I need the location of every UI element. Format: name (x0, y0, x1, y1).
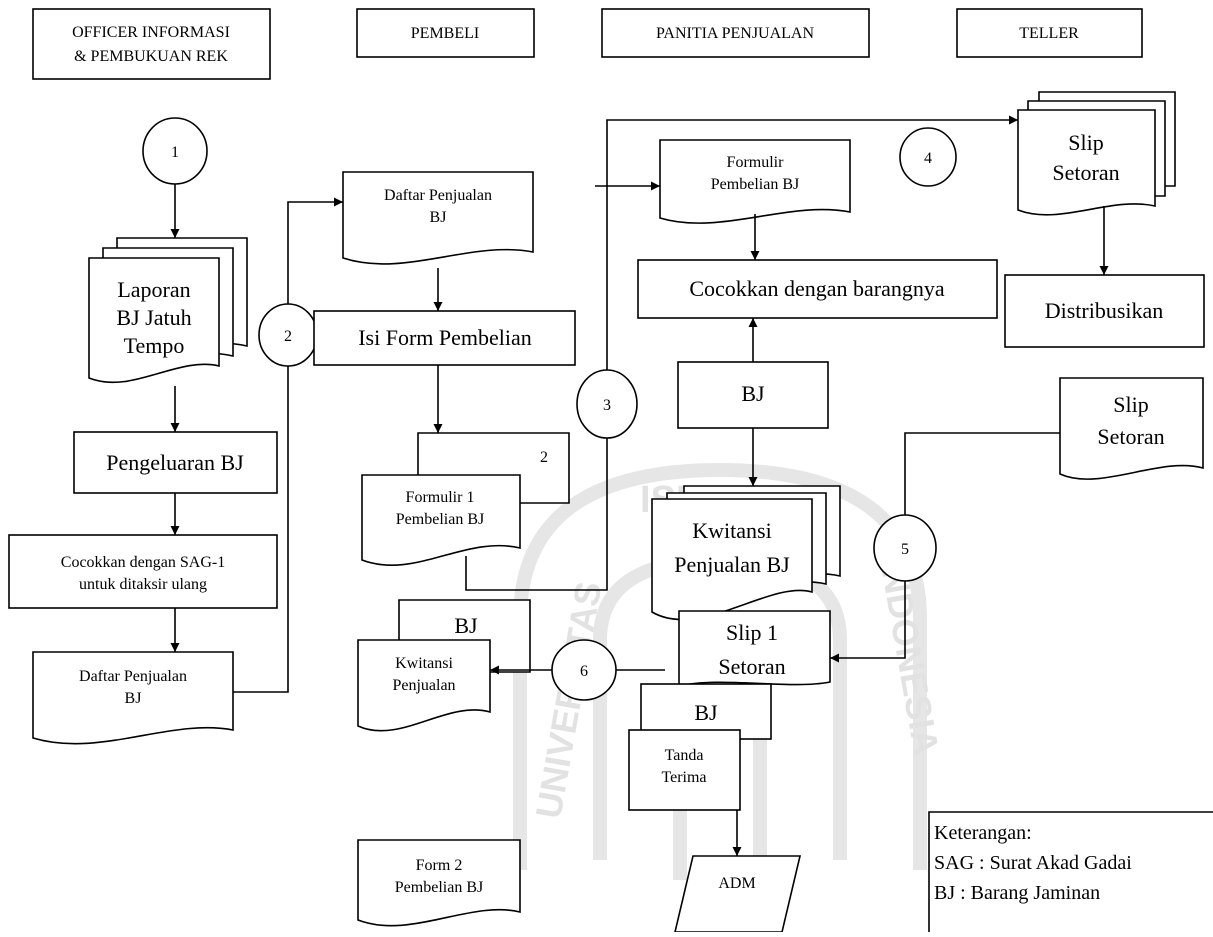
svg-text:Setoran: Setoran (718, 654, 785, 679)
svg-text:1: 1 (171, 144, 179, 161)
svg-text:4: 4 (924, 150, 932, 167)
doc-daftar-penjualan-officer: Daftar Penjualan BJ (32, 651, 234, 745)
connector-2: 2 (258, 303, 318, 367)
doc-slip-setoran-teller-right: Slip Setoran (1059, 377, 1204, 480)
legend: Keterangan: SAG : Surat Akad Gadai BJ : … (928, 811, 1213, 932)
doc-daftar-penjualan-pembeli: Daftar Penjualan BJ (342, 171, 534, 265)
svg-text:Isi Form Pembelian: Isi Form Pembelian (358, 325, 532, 350)
swimlane-officer: OFFICER INFORMASI & PEMBUKUAN REK (32, 8, 271, 80)
svg-text:Daftar Penjualan: Daftar Penjualan (384, 187, 492, 204)
svg-text:Terima: Terima (661, 769, 706, 786)
doc-laporan-bj-jatuh-tempo: Laporan BJ Jatuh Tempo (88, 237, 248, 384)
doc-kwitansi-penjualan-pembeli: BJ Kwitansi Penjualan (357, 599, 531, 732)
svg-text:Formulir 1: Formulir 1 (406, 489, 475, 506)
svg-text:BJ: BJ (125, 690, 142, 707)
svg-text:2: 2 (284, 328, 292, 345)
process-isi-form-pembelian: Isi Form Pembelian (313, 310, 576, 366)
swimlane-officer-line1: OFFICER INFORMASI (72, 24, 230, 41)
svg-text:Pengeluaran BJ: Pengeluaran BJ (106, 450, 244, 475)
svg-text:Cocokkan dengan SAG-1: Cocokkan dengan SAG-1 (61, 554, 225, 571)
watermark-arc-right: INDONESIA (872, 554, 947, 758)
legend-item-sag: SAG : Surat Akad Gadai (934, 852, 1132, 874)
svg-text:Pembelian BJ: Pembelian BJ (396, 511, 484, 528)
svg-text:BJ: BJ (741, 381, 765, 406)
svg-text:3: 3 (603, 397, 611, 414)
svg-text:untuk ditaksir ulang: untuk ditaksir ulang (79, 576, 207, 593)
swimlane-teller: TELLER (956, 8, 1143, 58)
svg-text:Daftar Penjualan: Daftar Penjualan (79, 668, 187, 685)
connector-6: 6 (551, 639, 617, 701)
swimlane-panitia-label: PANITIA PENJUALAN (656, 25, 815, 42)
process-cocokkan-barangnya: Cocokkan dengan barangnya (637, 259, 998, 319)
doc-form-2-pembelian: Form 2 Pembelian BJ (357, 839, 521, 927)
svg-text:Slip: Slip (1068, 130, 1103, 155)
box-tanda-terima: Tanda Terima (628, 729, 741, 811)
legend-item-bj: BJ : Barang Jaminan (934, 882, 1100, 904)
svg-text:Cocokkan dengan barangnya: Cocokkan dengan barangnya (689, 276, 945, 301)
svg-text:Form 2: Form 2 (416, 857, 463, 874)
kwitansi-copy-label: BJ (454, 613, 478, 638)
svg-text:Kwitansi: Kwitansi (692, 518, 771, 543)
process-pengeluaran-bj: Pengeluaran BJ (73, 431, 278, 494)
doc-formulir-pembelian-panitia: Formulir Pembelian BJ (659, 139, 851, 224)
svg-text:Kwitansi: Kwitansi (395, 655, 453, 672)
svg-text:Pembelian BJ: Pembelian BJ (711, 176, 799, 193)
process-distribusikan: Distribusikan (1004, 274, 1205, 348)
doc-slip-setoran-teller-top: Slip Setoran (1017, 91, 1176, 216)
connector-5: 5 (873, 514, 937, 582)
legend-title: Keterangan: (934, 822, 1032, 844)
swimlane-officer-line2: & PEMBUKUAN REK (74, 48, 228, 65)
svg-text:Setoran: Setoran (1052, 160, 1119, 185)
connector-3: 3 (576, 369, 638, 439)
box-bj: BJ (677, 361, 829, 429)
svg-text:BJ: BJ (430, 209, 447, 226)
svg-text:Tempo: Tempo (124, 333, 185, 358)
svg-text:ADM: ADM (718, 875, 755, 892)
svg-text:Slip 1: Slip 1 (726, 620, 778, 645)
svg-text:Distribusikan: Distribusikan (1045, 298, 1164, 323)
svg-text:Laporan: Laporan (117, 277, 190, 302)
storage-adm: ADM (673, 855, 802, 933)
svg-text:Pembelian BJ: Pembelian BJ (395, 879, 483, 896)
connector-1: 1 (142, 117, 208, 185)
connector-4: 4 (899, 127, 957, 187)
doc-kwitansi-penjualan-bj: Kwitansi Penjualan BJ (651, 485, 841, 621)
svg-text:Tanda: Tanda (665, 747, 704, 764)
svg-text:6: 6 (580, 663, 588, 680)
formulir-copy-number: 2 (540, 449, 548, 466)
swimlane-teller-label: TELLER (1019, 25, 1079, 42)
swimlane-pembeli: PEMBELI (356, 8, 535, 58)
doc-formulir-1-pembelian: 2 Formulir 1 Pembelian BJ (361, 432, 570, 566)
process-cocokkan-sag: Cocokkan dengan SAG-1 untuk ditaksir ula… (8, 534, 278, 609)
svg-text:BJ: BJ (694, 700, 718, 725)
swimlane-panitia: PANITIA PENJUALAN (601, 8, 870, 58)
svg-text:Slip: Slip (1113, 392, 1148, 417)
svg-text:Penjualan: Penjualan (392, 677, 455, 694)
doc-slip-setoran-panitia: Slip 1 Setoran (678, 610, 831, 688)
svg-text:Formulir: Formulir (727, 154, 785, 171)
svg-text:Setoran: Setoran (1097, 424, 1164, 449)
svg-text:Penjualan BJ: Penjualan BJ (674, 552, 790, 577)
svg-text:5: 5 (901, 541, 909, 558)
flow-lines (170, 115, 1109, 856)
swimlane-pembeli-label: PEMBELI (411, 25, 479, 42)
svg-text:BJ Jatuh: BJ Jatuh (116, 305, 191, 330)
